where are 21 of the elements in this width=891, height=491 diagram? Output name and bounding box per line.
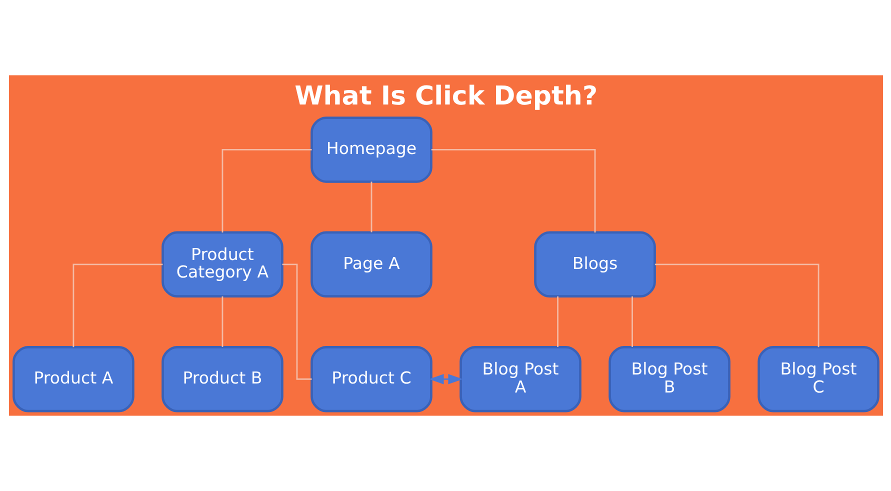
connector	[556, 296, 558, 347]
connector	[631, 296, 632, 347]
connector	[430, 149, 596, 232]
connector	[221, 149, 312, 232]
node-box: Homepage	[310, 116, 432, 183]
connector	[221, 296, 223, 347]
node-box: Blog Post C	[757, 346, 879, 412]
node-box: Page A	[310, 231, 432, 298]
node-box: Blog Post B	[608, 346, 730, 412]
connector	[72, 264, 162, 348]
connector	[282, 264, 312, 380]
arrow	[428, 374, 462, 384]
node-box: Product B	[161, 346, 283, 412]
node-box: Product Category A	[161, 231, 283, 298]
connector	[370, 182, 372, 232]
node-box: Blogs	[534, 231, 656, 298]
node-box: Blog Post A	[459, 346, 581, 412]
node-box: Product A	[12, 346, 134, 412]
connector	[654, 264, 819, 348]
node-box: Product C	[310, 346, 432, 412]
diagram-title: What Is Click Depth?	[294, 81, 598, 112]
